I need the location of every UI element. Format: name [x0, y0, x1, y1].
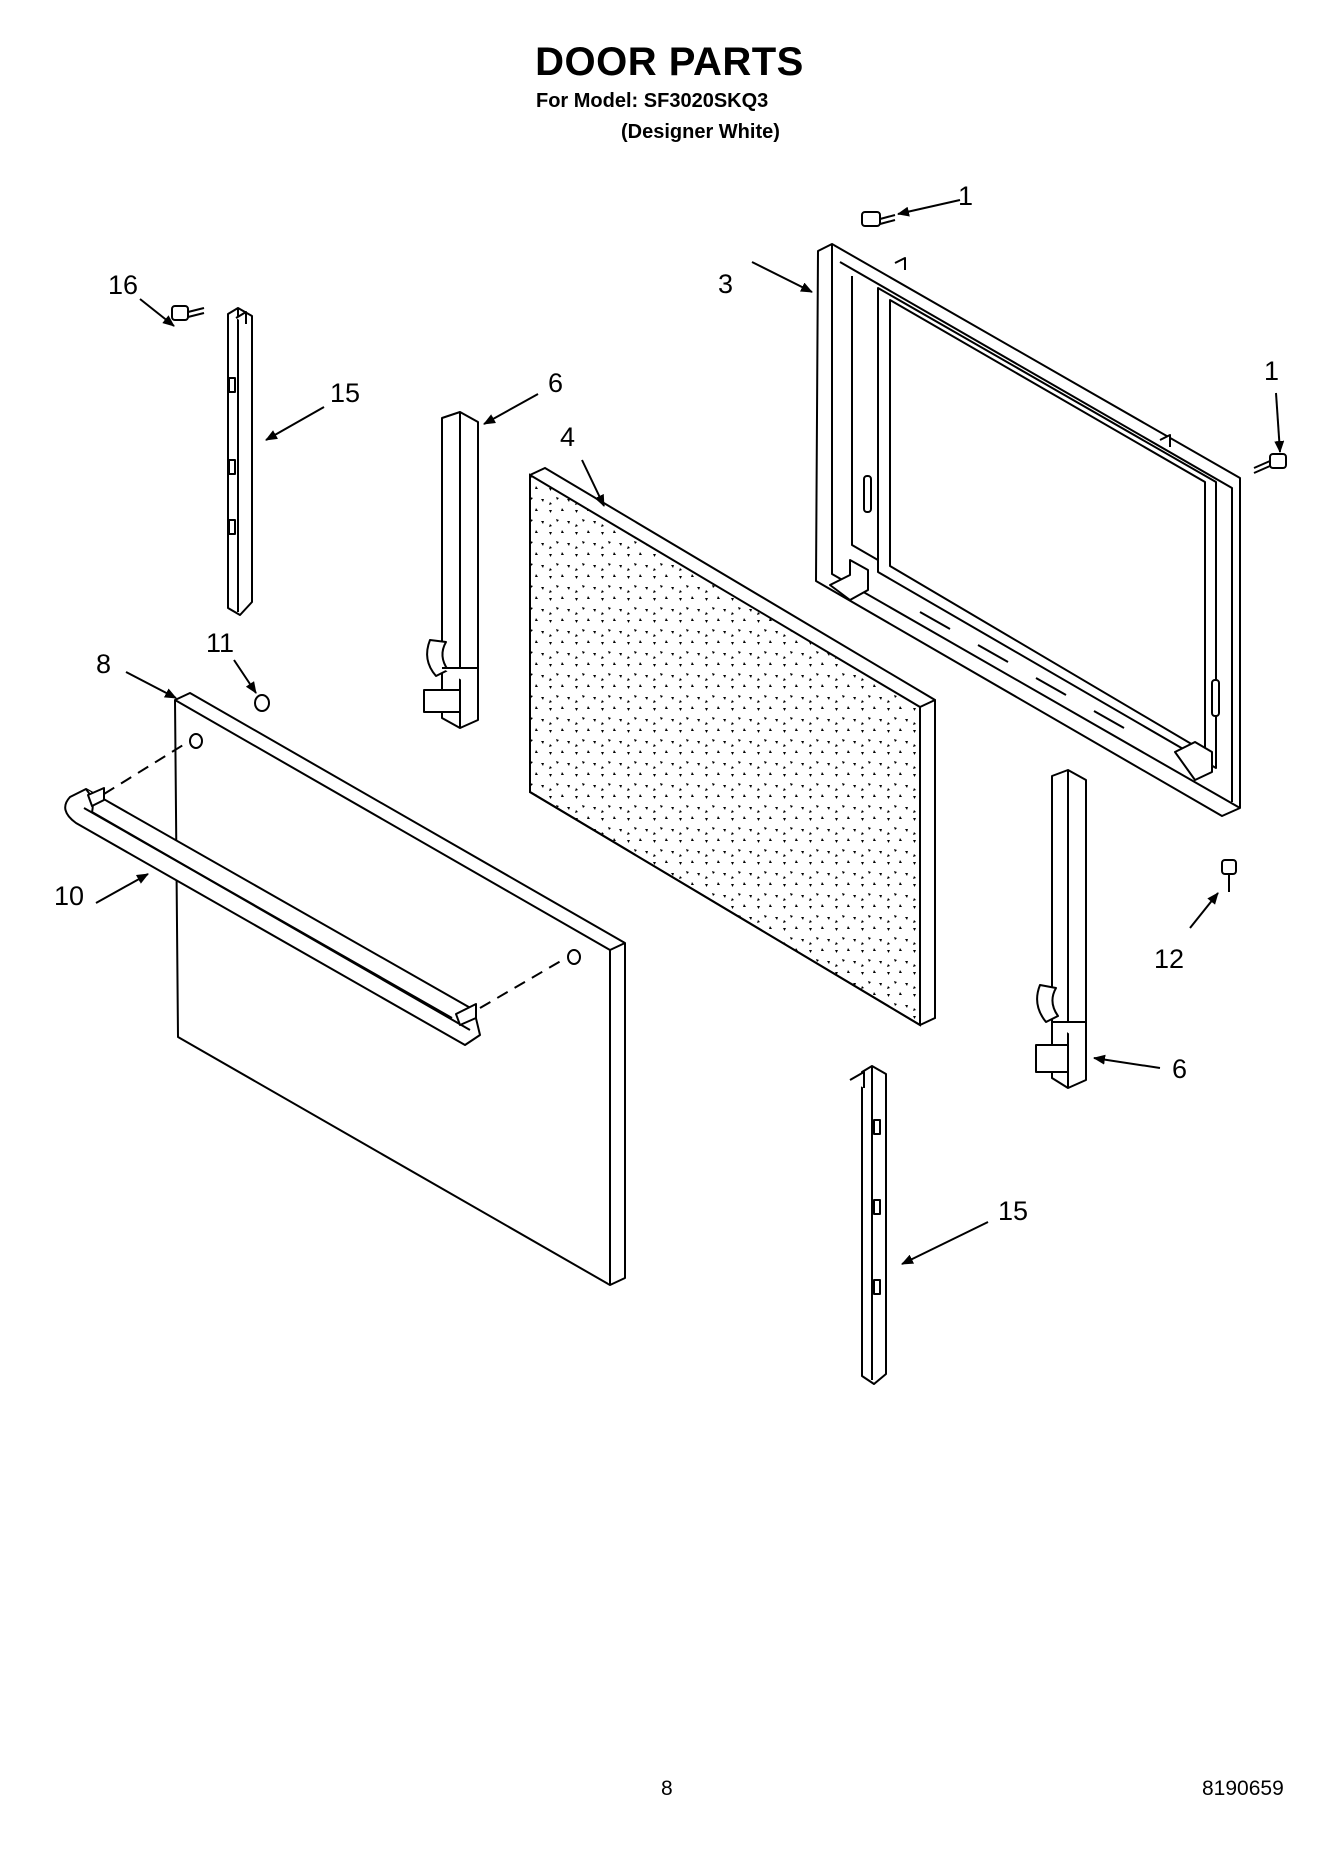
- callout-11: 11: [206, 628, 257, 694]
- callout-label: 15: [998, 1196, 1028, 1226]
- door-side-trim-upper: [227, 307, 253, 616]
- model-line: For Model: SF3020SKQ3: [536, 90, 769, 112]
- callout-label: 3: [718, 269, 733, 299]
- handle-alignment-lines: [103, 741, 567, 1009]
- screw-top-frame: [861, 211, 896, 227]
- callout-4: 4: [560, 422, 605, 507]
- page-number: 8: [661, 1777, 673, 1800]
- screw-hinge: [1221, 859, 1237, 892]
- callout-label: 6: [1172, 1054, 1187, 1084]
- door-side-trim-lower: [849, 1065, 887, 1385]
- callout-label: 10: [54, 881, 84, 911]
- callout-16: 16: [108, 270, 175, 327]
- callout-label: 15: [330, 378, 360, 408]
- callout-1-right: 1: [1264, 356, 1285, 453]
- screw-trim: [171, 305, 205, 321]
- callout-label: 1: [1264, 356, 1279, 386]
- hinge-right: [1035, 769, 1087, 1089]
- door-insulation: [529, 466, 936, 1027]
- callout-label: 16: [108, 270, 138, 300]
- document-number: 8190659: [1202, 1777, 1284, 1800]
- variant-line: (Designer White): [621, 121, 780, 143]
- screw-side-frame: [1253, 453, 1287, 474]
- callout-label: 6: [548, 368, 563, 398]
- callout-15-lower: 15: [901, 1196, 1028, 1265]
- callout-1-top: 1: [897, 181, 973, 217]
- callout-label: 12: [1154, 944, 1184, 974]
- callout-label: 8: [96, 649, 111, 679]
- inner-door-frame: [815, 243, 1241, 817]
- callout-15-upper: 15: [265, 378, 360, 441]
- callout-label: 1: [958, 181, 973, 211]
- callout-12: 12: [1154, 892, 1219, 974]
- spacer-washer: [254, 694, 270, 712]
- door-handle: [64, 787, 481, 1046]
- callout-label: 4: [560, 422, 575, 452]
- callout-10: 10: [54, 873, 149, 911]
- callout-label: 11: [206, 628, 234, 658]
- callout-6-upper: 6: [483, 368, 563, 425]
- page-title: DOOR PARTS: [535, 40, 804, 84]
- callout-3: 3: [718, 261, 813, 299]
- callout-8: 8: [96, 649, 177, 699]
- callout-6-lower: 6: [1093, 1054, 1187, 1084]
- hinge-left: [423, 411, 479, 729]
